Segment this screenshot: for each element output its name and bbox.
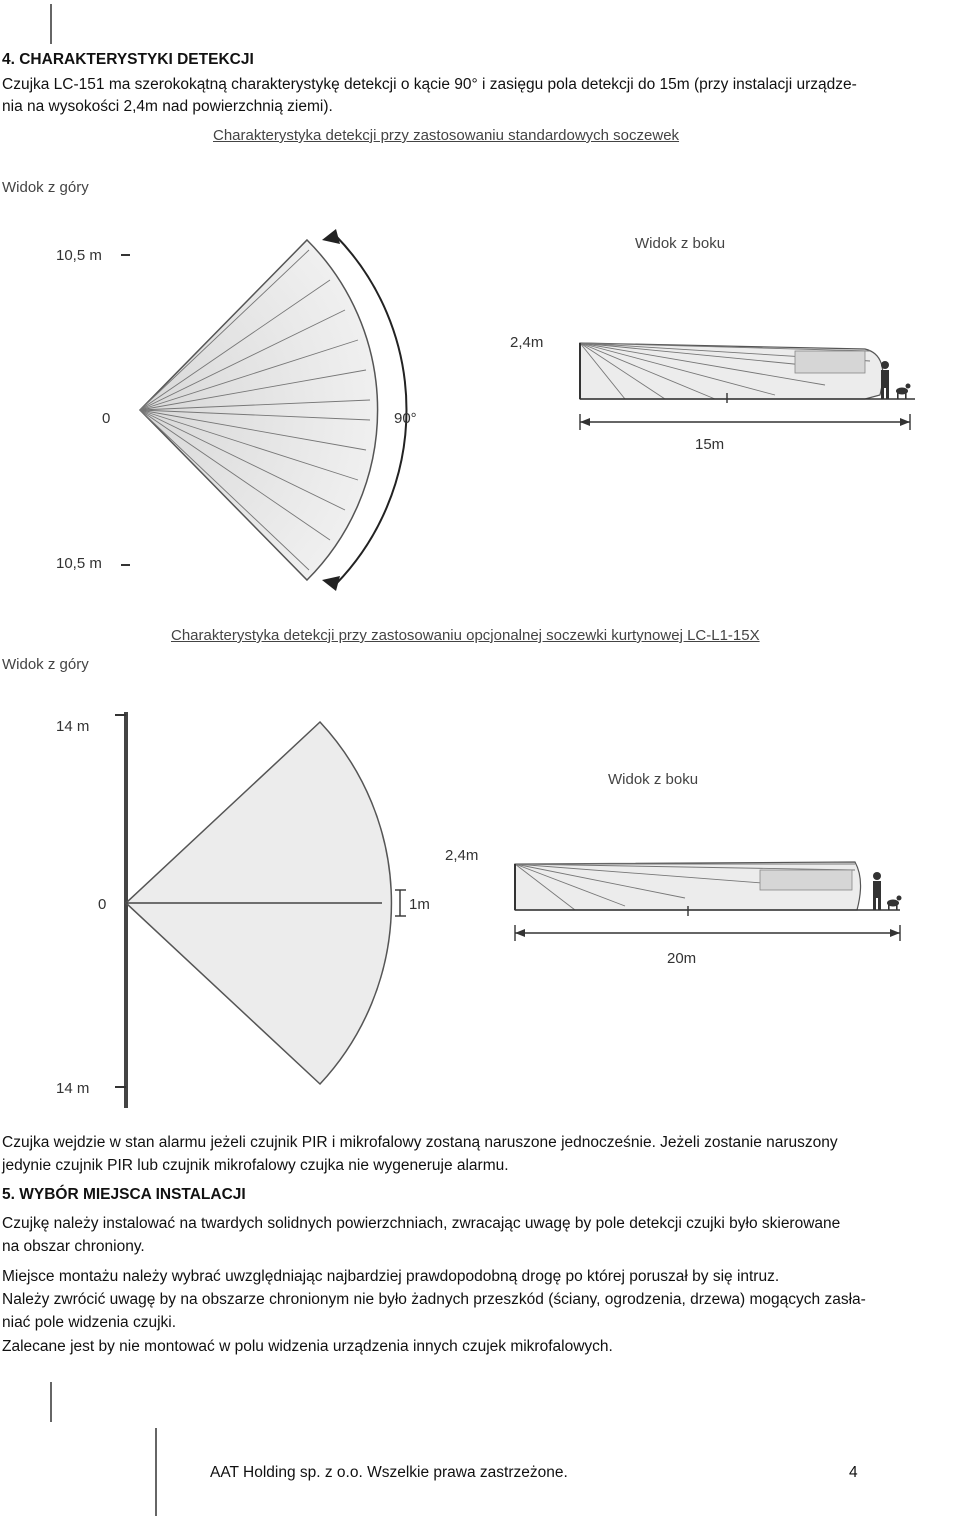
bottom-margin-rule <box>50 1382 52 1422</box>
paragraph-2: Miejsce montażu należy wybrać uwzględnia… <box>2 1268 780 1285</box>
figure2-side-view-diagram: 2,4m 20m <box>445 847 902 967</box>
side-detection-field <box>579 342 884 400</box>
curtain-side-field <box>514 861 862 911</box>
figure1-origin: 0 <box>102 410 110 427</box>
figure2-width-marker: 1m <box>409 896 430 913</box>
figure1-angle: 90° <box>394 410 417 427</box>
dog-icon <box>887 895 902 910</box>
arc-arrowhead-bottom <box>322 576 340 591</box>
alarm-line-1: Czujka wejdzie w stan alarmu jeżeli czuj… <box>2 1134 838 1151</box>
figure2-height: 2,4m <box>445 847 478 864</box>
paragraph-4: Zalecane jest by nie montować w polu wid… <box>2 1338 613 1355</box>
figure1-side-view-label: Widok z boku <box>635 235 726 252</box>
section-5-heading: 5. WYBÓR MIEJSCA INSTALACJI <box>2 1186 246 1203</box>
one-meter-marker <box>395 889 406 917</box>
person-icon <box>881 361 889 399</box>
intro-line-2: nia na wysokości 2,4m nad powierzchnią z… <box>2 98 333 115</box>
paragraph-3-line-1: Należy zwrócić uwagę by na obszarze chro… <box>2 1291 866 1308</box>
figure1-top-dim: 10,5 m <box>56 247 102 264</box>
angle-arc <box>335 235 408 585</box>
footer-company: AAT Holding sp. z o.o. Wszelkie prawa za… <box>210 1464 568 1481</box>
figure2-title: Charakterystyka detekcji przy zastosowan… <box>171 627 760 644</box>
paragraph-1-line-2: na obszar chroniony. <box>2 1238 145 1255</box>
dimension-ticks <box>121 254 130 566</box>
paragraph-3-line-2: niać pole widzenia czujki. <box>2 1314 177 1331</box>
wall-ticks <box>115 714 126 1088</box>
figure1-title: Charakterystyka detekcji przy zastosowan… <box>213 127 680 144</box>
figure1-range: 15m <box>695 436 724 453</box>
figure1-height: 2,4m <box>510 334 543 351</box>
dog-icon <box>896 383 911 399</box>
curtain-range-dimension-line <box>514 906 901 941</box>
figure2-bottom-dim: 14 m <box>56 1080 89 1097</box>
alarm-line-2: jedynie czujnik PIR lub czujnik mikrofal… <box>2 1157 509 1174</box>
paragraph-1-line-1: Czujkę należy instalować na twardych sol… <box>2 1215 841 1232</box>
figure1-top-view-label: Widok z góry <box>2 179 89 196</box>
person-icon <box>873 872 881 910</box>
section-4-heading: 4. CHARAKTERYSTYKI DETEKCJI <box>2 51 254 68</box>
footer-page-number: 4 <box>849 1464 858 1481</box>
figure2-top-dim: 14 m <box>56 718 89 735</box>
top-margin-rule <box>50 4 52 44</box>
arc-arrowhead-top <box>322 229 340 244</box>
footer-margin-rule <box>155 1428 157 1516</box>
figure2-top-view-diagram: 14 m 0 1m 14 m <box>56 712 430 1108</box>
fan-shape-90deg <box>138 238 379 582</box>
intro-line-1: Czujka LC-151 ma szerokokątną charaktery… <box>2 76 857 93</box>
figure1-side-view-diagram: 2,4m 15m <box>510 334 915 453</box>
figure2-top-view-label: Widok z góry <box>2 656 89 673</box>
figure1-top-view-diagram: 10,5 m 0 90° 10,5 m <box>56 229 417 591</box>
figure2-range: 20m <box>667 950 696 967</box>
figure2-origin: 0 <box>98 896 106 913</box>
figure2-side-view-label: Widok z boku <box>608 771 699 788</box>
figure1-bottom-dim: 10,5 m <box>56 555 102 572</box>
